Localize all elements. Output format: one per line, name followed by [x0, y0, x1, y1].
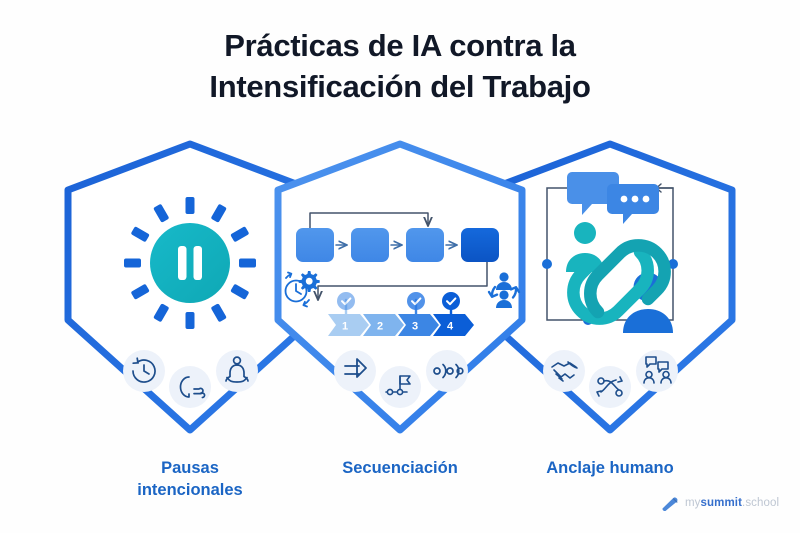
step-check-3 — [407, 292, 425, 310]
pause-button-icon[interactable] — [150, 223, 230, 303]
flow-box-1[interactable] — [296, 228, 334, 262]
step-check-1 — [337, 292, 355, 310]
meditation-icon[interactable] — [216, 350, 258, 392]
handshake-icon[interactable] — [543, 350, 585, 392]
watermark-text: mysummit.school — [685, 497, 779, 509]
progress-steps: 1 2 3 4 — [328, 292, 474, 336]
clock-rotate-icon[interactable] — [123, 350, 165, 392]
shield-panel-pausas[interactable] — [64, 140, 316, 434]
flow-box-2[interactable] — [351, 228, 389, 262]
panel-2-bottom-icons — [334, 350, 468, 408]
step-chevron-3[interactable]: 3 — [398, 314, 439, 336]
step-number-3: 3 — [412, 321, 418, 333]
signal-wave-icon[interactable] — [426, 350, 468, 392]
title-line-1: Prácticas de IA contra la — [224, 28, 576, 63]
network-nodes-icon[interactable] — [589, 366, 631, 408]
flow-diagram — [296, 228, 499, 262]
panel-label-secuenciacion: Secuenciación — [342, 459, 458, 477]
step-number-1: 1 — [342, 321, 348, 333]
step-chevron-1[interactable]: 1 — [328, 314, 369, 336]
telescope-icon — [662, 497, 678, 511]
panel-label-anclaje: Anclaje humano — [546, 459, 674, 477]
flow-box-4[interactable] — [461, 228, 499, 262]
panel-3-bottom-icons — [543, 350, 678, 408]
watermark-brand: summit — [700, 497, 743, 509]
flow-box-3[interactable] — [406, 228, 444, 262]
chain-link-icon — [567, 239, 671, 325]
flow-feedback-loops — [309, 212, 488, 300]
breathing-head-icon[interactable] — [169, 366, 211, 408]
title-line-2: Intensificación del Trabajo — [209, 68, 591, 104]
step-number-2: 2 — [377, 321, 383, 333]
panel-label-pausas: Pausas intencionales — [137, 459, 243, 499]
chat-bubble-dots-icon — [607, 184, 659, 224]
chat-bubble-icon — [567, 172, 619, 215]
gear-icon — [298, 271, 320, 293]
shield-panel-secuenciacion[interactable]: 1 2 3 4 — [274, 140, 526, 434]
panel-1-bottom-icons — [123, 350, 258, 408]
arrow-right-icon[interactable] — [334, 350, 376, 392]
step-number-4: 4 — [447, 321, 454, 333]
page-title: Prácticas de IA contra la Intensificació… — [0, 26, 800, 108]
dashed-ring-icon — [124, 197, 256, 329]
step-chevron-2[interactable]: 2 — [363, 314, 404, 336]
clock-gear-automation-icon — [284, 271, 320, 308]
watermark: mysummit.school — [660, 492, 792, 514]
watermark-prefix: my — [685, 497, 701, 509]
people-conversation-icon[interactable] — [636, 350, 678, 392]
step-check-4 — [442, 292, 460, 310]
people-cycle-icon — [487, 272, 521, 308]
milestone-flag-icon[interactable] — [379, 366, 421, 408]
shield-panel-anclaje[interactable] — [484, 140, 736, 434]
step-chevron-4[interactable]: 4 — [433, 314, 474, 336]
watermark-suffix: .school — [742, 497, 780, 509]
